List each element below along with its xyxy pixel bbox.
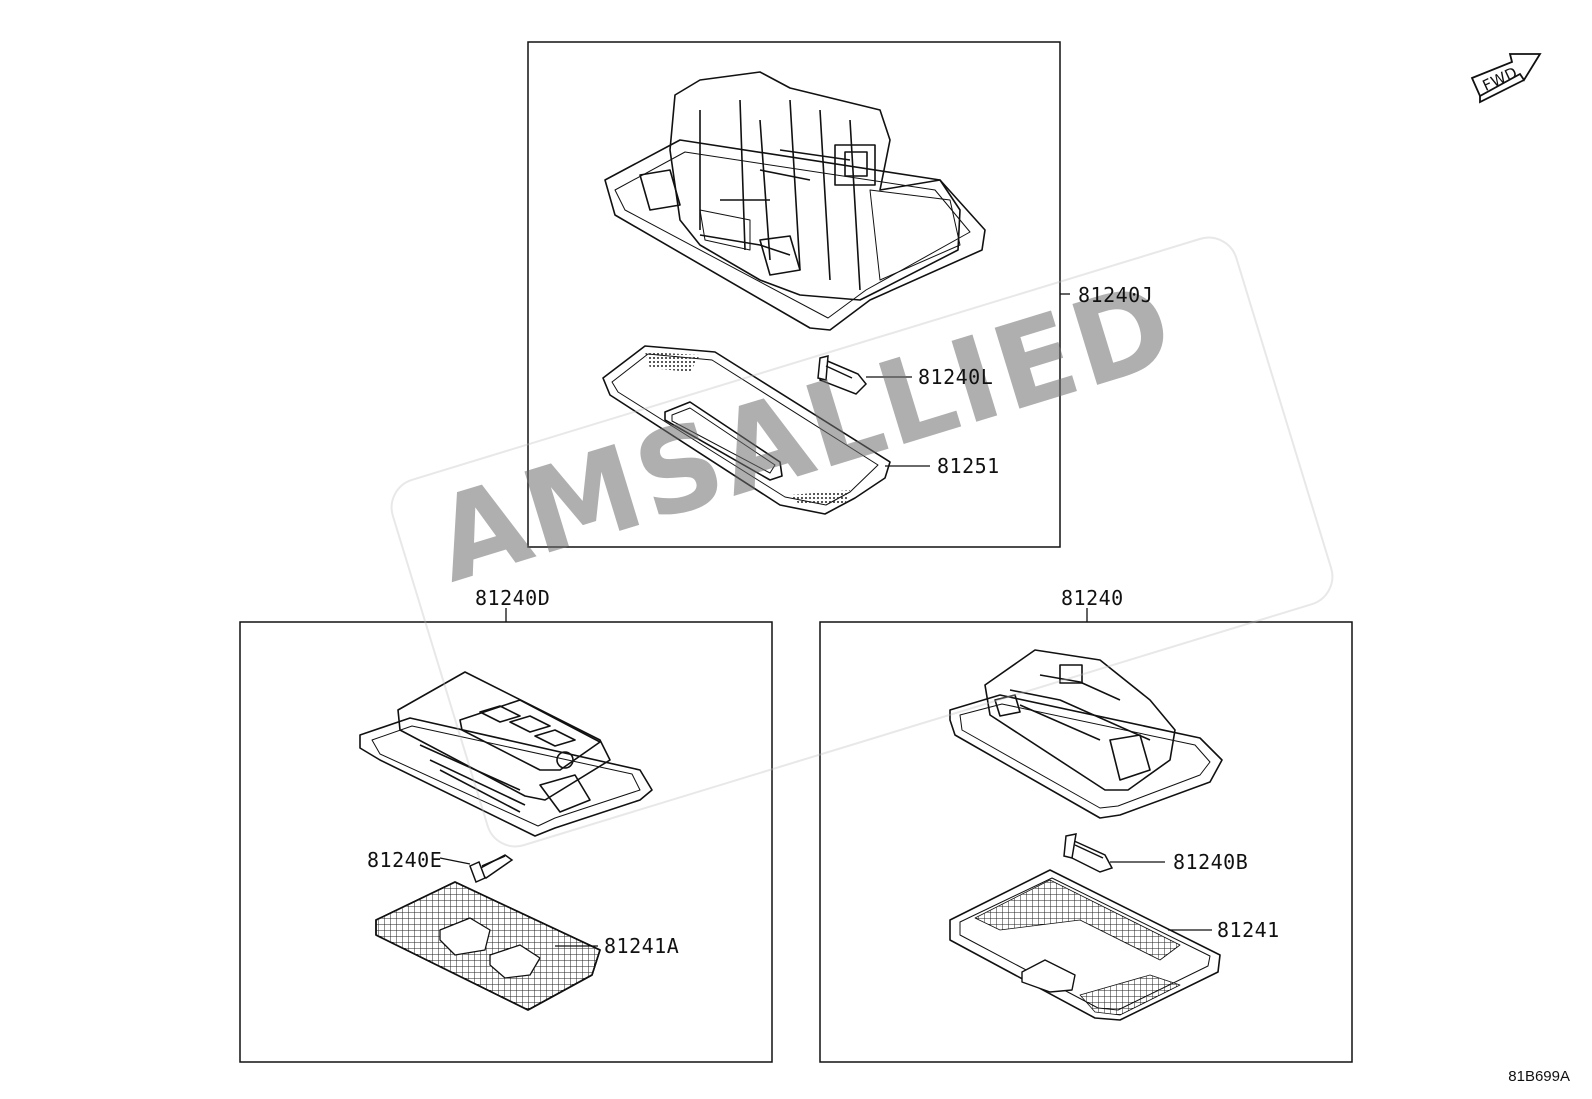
- part-label-81251: 81251: [937, 454, 1000, 478]
- bulb-81240b: [1063, 833, 1114, 873]
- group-label-81240: 81240: [1061, 586, 1124, 610]
- diagram-reference-code: 81B699A: [1508, 1068, 1570, 1085]
- part-label-81240e: 81240E: [367, 848, 443, 872]
- group-frame-81240: [819, 621, 1353, 1063]
- leader-81240e: [439, 857, 471, 865]
- lamp-housing-81240j: [604, 71, 986, 331]
- part-label-81240b: 81240B: [1173, 850, 1249, 874]
- bulb-81240e: [469, 854, 514, 884]
- lens-81241a: [375, 881, 601, 1011]
- group-label-81240d: 81240D: [475, 586, 551, 610]
- lens-81241: [949, 869, 1221, 1021]
- bulb-81240l: [817, 355, 868, 395]
- part-label-81240l: 81240L: [918, 365, 994, 389]
- lamp-housing-81240: [949, 649, 1223, 819]
- fwd-arrow-icon: [1470, 53, 1542, 104]
- part-label-81241: 81241: [1217, 918, 1280, 942]
- lens-81251: [602, 345, 891, 515]
- lamp-housing-81240d: [359, 671, 653, 837]
- part-label-81241a: 81241A: [604, 934, 680, 958]
- group-label-81240j: 81240J: [1078, 283, 1154, 307]
